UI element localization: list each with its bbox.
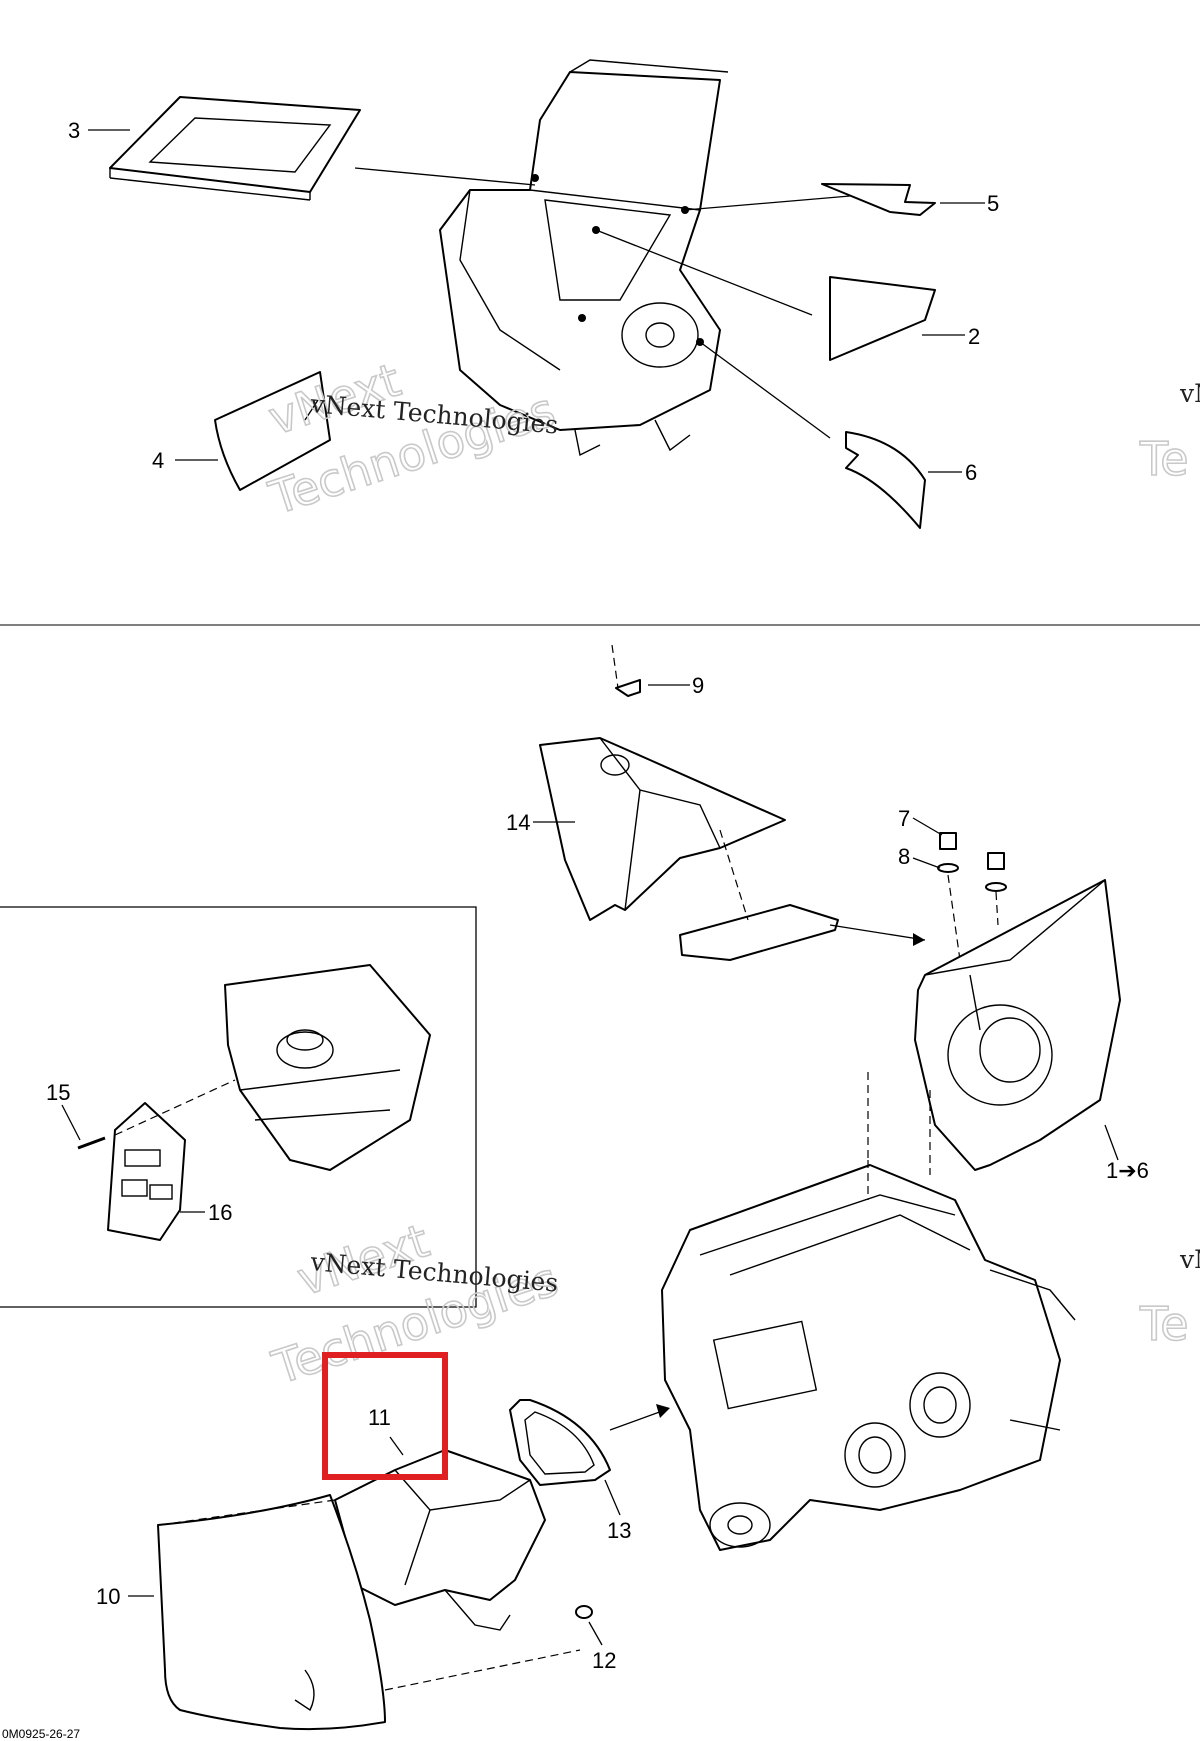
watermark-top: vNext Technologies vNext Technologies vN… [261, 352, 1200, 526]
part-10-cover [128, 1494, 581, 1731]
label-12: 12 [592, 1648, 616, 1673]
label-11: 11 [368, 1405, 391, 1430]
label-16: 16 [208, 1200, 232, 1225]
part-4-duct [214, 371, 331, 491]
parts-7-8-fasteners [912, 817, 1007, 961]
label-2: 2 [968, 324, 980, 349]
part-14-duct [533, 737, 786, 921]
part-15-screw [61, 1104, 106, 1150]
label-15: 15 [46, 1080, 70, 1105]
part-9-clip [611, 644, 690, 697]
svg-text:Te: Te [1139, 1297, 1189, 1351]
label-3: 3 [68, 118, 80, 143]
part-2-plate [829, 276, 936, 361]
part-13-gasket [509, 1399, 670, 1516]
label-14: 14 [506, 810, 530, 835]
label-6: 6 [965, 460, 977, 485]
assembled-fan-housing [867, 879, 1121, 1175]
svg-text:Te: Te [1139, 432, 1189, 486]
svg-text:vN: vN [1179, 379, 1200, 408]
label-13: 13 [607, 1518, 631, 1543]
main-fan-housing [439, 59, 729, 457]
part-12-clip [575, 1605, 603, 1646]
highlight-box-part-11 [322, 1352, 448, 1480]
filter-gasket [679, 829, 926, 961]
label-7: 7 [898, 806, 910, 831]
engine-block [661, 1160, 1076, 1551]
part-5-bracket [821, 183, 936, 216]
part-3-seal [109, 96, 361, 201]
part-6-seal [845, 431, 926, 529]
label-8: 8 [898, 844, 910, 869]
oil-tank [224, 964, 431, 1171]
part-11-intake [334, 1436, 546, 1631]
inset-box [0, 906, 477, 1308]
part-16-cover [107, 1079, 236, 1241]
fan-housing-exploded-view [88, 59, 985, 529]
label-1-6: 1➔6 [1106, 1158, 1149, 1183]
reference-code: 0M0925-26-27 [2, 1727, 80, 1741]
label-9: 9 [692, 673, 704, 698]
label-5: 5 [987, 191, 999, 216]
label-10: 10 [96, 1584, 120, 1609]
svg-text:vN: vN [1179, 1245, 1200, 1274]
label-4: 4 [152, 448, 164, 473]
